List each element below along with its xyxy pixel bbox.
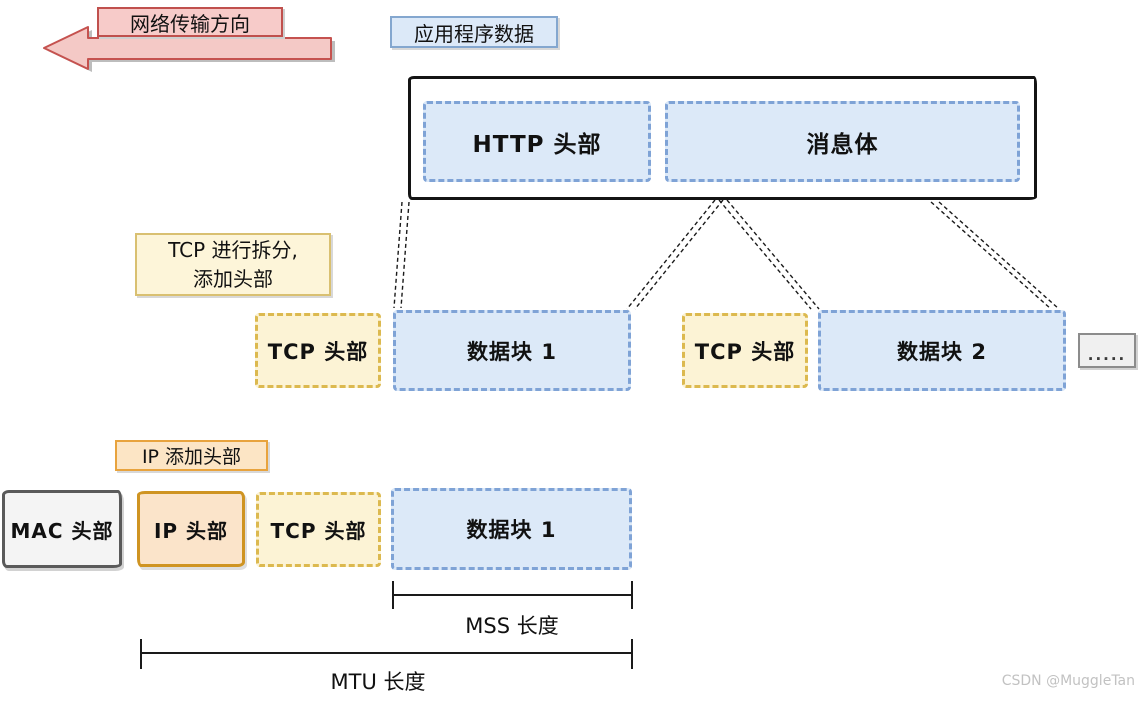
connector-left-a — [393, 201, 403, 309]
connector-mid-left-b — [634, 199, 724, 310]
tcp-step-label-line1: TCP 进行拆分, — [168, 237, 298, 262]
split-connectors — [393, 199, 1060, 310]
tcp-step-label: TCP 进行拆分, 添加头部 — [135, 233, 331, 296]
tcp-header-box-2: TCP 头部 — [682, 313, 808, 388]
data-block-2-box: 数据块 2 — [818, 310, 1066, 391]
mac-header-box: MAC 头部 — [2, 490, 122, 568]
tcp-header-box-3: TCP 头部 — [256, 492, 381, 567]
connector-mid-right-a — [718, 199, 812, 310]
connector-mid-left-a — [626, 199, 716, 310]
tcp-header-box-1: TCP 头部 — [255, 313, 381, 388]
data-block-1-box: 数据块 1 — [393, 310, 631, 391]
ip-step-label: IP 添加头部 — [115, 440, 268, 471]
connector-mid-right-b — [726, 199, 820, 310]
app-data-label: 应用程序数据 — [390, 16, 558, 48]
message-body-box: 消息体 — [665, 101, 1020, 182]
connector-right-b — [938, 201, 1060, 310]
app-data-container: HTTP 头部 消息体 — [408, 76, 1037, 200]
watermark: CSDN @MuggleTan — [1001, 673, 1135, 689]
ip-header-box: IP 头部 — [137, 491, 245, 567]
mss-length-label: MSS 长度 — [465, 614, 559, 638]
mtu-length-label: MTU 长度 — [330, 670, 426, 694]
direction-label: 网络传输方向 — [97, 7, 283, 37]
connector-right-a — [930, 201, 1052, 310]
more-segments-box: ..... — [1078, 333, 1136, 368]
tcp-step-label-line2: 添加头部 — [192, 266, 273, 291]
connector-left-b — [400, 201, 410, 309]
data-block-1b-box: 数据块 1 — [391, 488, 632, 570]
mtu-bracket — [140, 639, 633, 669]
mss-bracket — [392, 581, 633, 609]
http-header-box: HTTP 头部 — [423, 101, 651, 182]
